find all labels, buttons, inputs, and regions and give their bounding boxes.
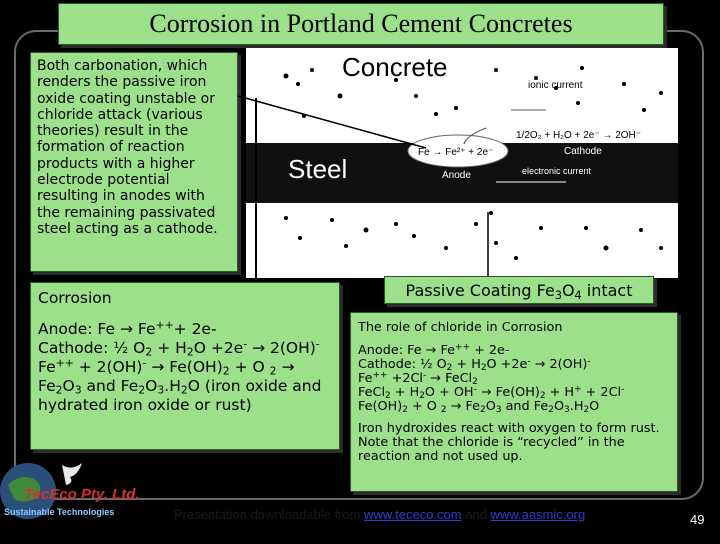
- page-number: 49: [690, 512, 705, 527]
- cathode-reaction: 1/2O₂ + H₂O + 2e⁻ → 2OH⁻: [516, 130, 641, 141]
- tececo-link[interactable]: www.tececo.com: [364, 507, 462, 522]
- tececo-logo: TecEco Pty. Ltd. Sustainable Technologie…: [0, 455, 200, 540]
- cathode-label: Cathode: [564, 146, 602, 157]
- aasmic-link[interactable]: www.aasmic.org: [490, 507, 586, 522]
- title-box: Corrosion in Portland Cement Concretes: [58, 3, 664, 45]
- passive-coating-label: Passive Coating Fe3O4 intact: [384, 276, 654, 304]
- description-text: Both carbonation, which renders the pass…: [37, 58, 218, 237]
- corrosion-diagram: Concrete Steel Fe → Fe²⁺ + 2e⁻ ionic cur…: [246, 48, 678, 278]
- anode-label: Anode: [442, 170, 471, 181]
- chloride-recycle-equation: FeCl2 + H2O + OH- → Fe(OH)2 + H+ + 2Cl-: [358, 384, 625, 402]
- chloride-rust-equation: Fe(OH)2 + O 2 → Fe2O3 and Fe2O3.H2O: [358, 399, 600, 416]
- chloride-cathode-equation: Cathode: ½ O2 + H2O +2e- → 2(OH)-: [358, 356, 591, 374]
- corrosion-diagram-svg: Concrete Steel Fe → Fe²⁺ + 2e⁻ ionic cur…: [246, 52, 678, 278]
- corrosion-heading: Corrosion: [38, 289, 112, 307]
- concrete-label: Concrete: [342, 52, 448, 82]
- chloride-heading: The role of chloride in Corrosion: [358, 320, 563, 335]
- chloride-note: Iron hydroxides react with oxygen to for…: [358, 421, 660, 464]
- ferrous-chloride-equation: Fe++ +2Cl- → FeCl2: [358, 370, 478, 388]
- chloride-anode-equation: Anode: Fe → Fe++ + 2e-: [358, 342, 510, 358]
- electronic-current-label: electronic current: [522, 166, 592, 176]
- logo-tagline: Sustainable Technologies: [4, 507, 114, 517]
- cathode-equation: Cathode: ½ O2 + H2O +2e- → 2(OH)-: [38, 337, 320, 359]
- anode-equation: Anode: Fe → Fe+++ 2e-: [38, 318, 217, 338]
- logo-name: TecEco Pty. Ltd.: [24, 486, 140, 503]
- description-box: Both carbonation, which renders the pass…: [30, 52, 238, 272]
- chloride-role-box: The role of chloride in Corrosion Anode:…: [350, 312, 678, 492]
- slide-title: Corrosion in Portland Cement Concretes: [149, 9, 573, 38]
- hydroxide-equation: Fe++ + 2(OH)- → Fe(OH)2 + O 2 →: [38, 356, 295, 378]
- corrosion-equations-box: Corrosion Anode: Fe → Fe+++ 2e- Cathode:…: [30, 282, 340, 450]
- steel-label: Steel: [288, 154, 347, 184]
- footer-text: Presentation downloadable from www.tecec…: [174, 507, 586, 522]
- anode-reaction: Fe → Fe²⁺ + 2e⁻: [418, 147, 493, 158]
- rust-equation: Fe2O3 and Fe2O3.H2O (iron oxide and hydr…: [38, 377, 322, 414]
- bird-icon: [62, 463, 82, 485]
- ionic-current-label: ionic current: [528, 80, 583, 91]
